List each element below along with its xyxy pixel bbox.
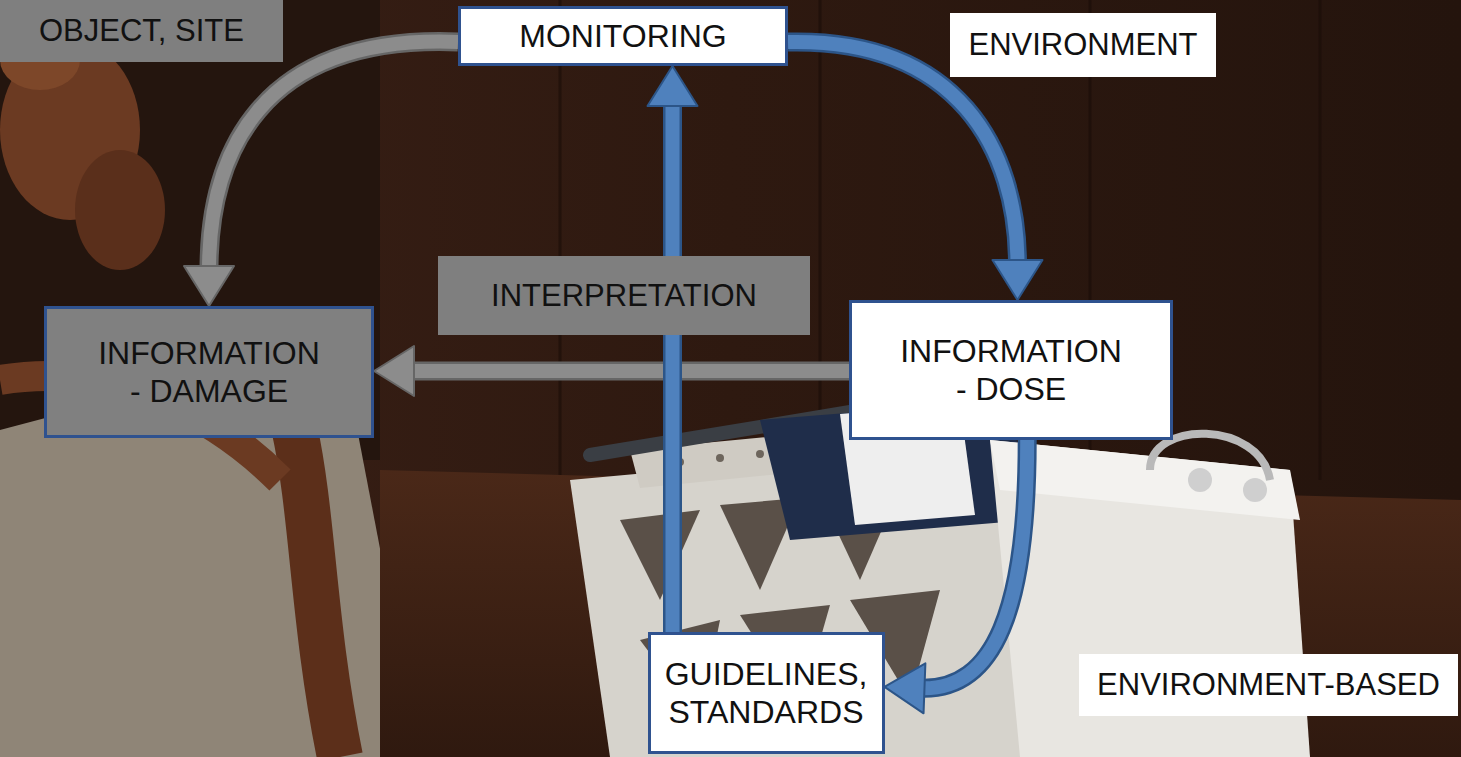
- flow-arrow: [184, 42, 458, 306]
- flow-arrow: [648, 66, 698, 632]
- arrow-shaft: [209, 42, 458, 270]
- edge-label: INTERPRETATION: [438, 256, 810, 335]
- carved-chair: [0, 30, 165, 270]
- edge-label: ENVIRONMENT: [950, 13, 1216, 77]
- arrow-outline: [209, 42, 458, 270]
- box-text: MONITORING: [519, 17, 726, 55]
- arrowhead: [992, 260, 1042, 300]
- box-text: INFORMATION - DOSE: [900, 332, 1122, 409]
- arrow-outline: [663, 100, 682, 632]
- flow-arrow: [788, 42, 1042, 300]
- flow-arrow: [885, 440, 1028, 713]
- arrow-outline: [408, 362, 849, 381]
- info-box: INFORMATION - DAMAGE: [44, 306, 374, 438]
- arrow-outline: [920, 440, 1027, 688]
- arrowhead: [184, 266, 234, 306]
- edge-label: OBJECT, SITE: [0, 0, 283, 62]
- arrow-shaft: [920, 440, 1027, 688]
- info-box: GUIDELINES, STANDARDS: [648, 632, 885, 754]
- box-text: INFORMATION - DAMAGE: [98, 334, 320, 411]
- arrow-shaft: [666, 100, 680, 632]
- box-text: GUIDELINES, STANDARDS: [665, 655, 868, 732]
- arrowhead: [648, 66, 698, 106]
- arrow-shaft: [408, 364, 849, 378]
- arrowhead: [374, 346, 414, 396]
- info-box: INFORMATION - DOSE: [849, 300, 1173, 440]
- info-box: MONITORING: [458, 6, 788, 66]
- edge-label: ENVIRONMENT-BASED: [1079, 654, 1458, 716]
- flow-arrow: [374, 346, 849, 396]
- arrowhead: [885, 663, 926, 713]
